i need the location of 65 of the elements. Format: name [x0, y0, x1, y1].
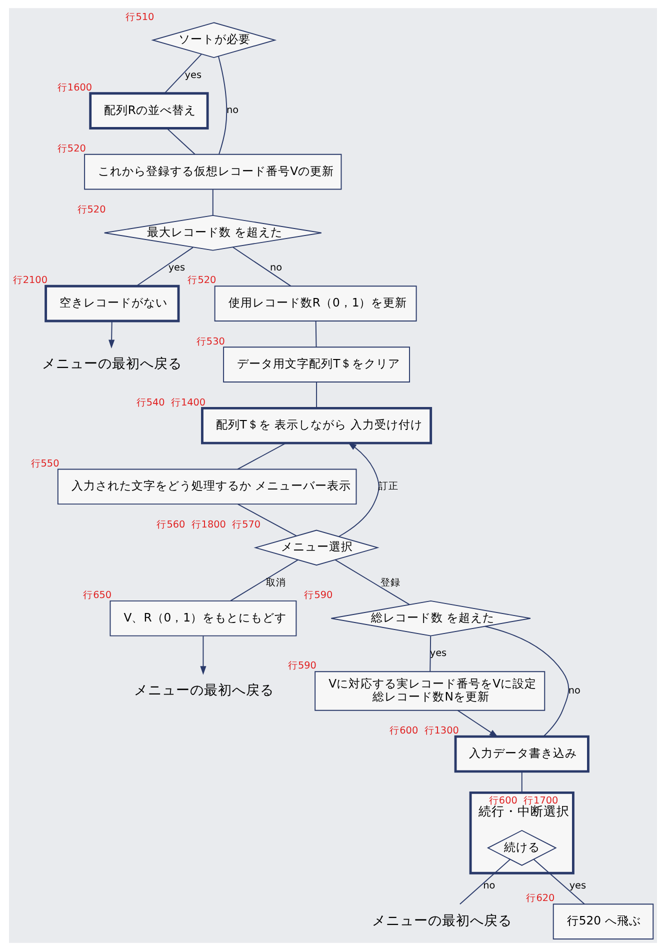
node-diamond: 総レコード数 を超えた [330, 600, 530, 636]
node-label: 行530 [196, 336, 224, 348]
node-box: 入力データ書き込み [454, 735, 589, 773]
connector [429, 636, 431, 672]
connector [314, 320, 316, 348]
node-text: メニューの最初へ戻る [41, 356, 182, 372]
node-box: Vに対応する実レコード番号をVに設定 総レコード数Nを更新 [314, 671, 545, 711]
connector [232, 246, 291, 287]
edge-label: no [568, 685, 580, 696]
connector [484, 626, 569, 737]
connector [236, 504, 296, 536]
node-label: 行600 行1700 [488, 795, 558, 806]
node-label: 行650 [82, 590, 112, 602]
connector [520, 771, 522, 794]
edge-label: yes [168, 262, 185, 274]
node-box: 入力された文字をどう処理するか メニューバー表示 [56, 468, 356, 505]
node-box: 使用レコード数R（0，1）を更新 [214, 286, 416, 322]
edge-label: yes [568, 880, 586, 892]
node-box: 配列Rの並べ替え [88, 92, 208, 130]
connector [164, 54, 202, 94]
node-label: 行510 [125, 12, 154, 23]
arrow [338, 442, 379, 537]
connector [532, 859, 585, 905]
node-label: 行2100 [12, 275, 47, 286]
node-label: 行550 [30, 458, 59, 470]
node-diamond: ソートが必要 [150, 22, 276, 58]
edge-label: no [270, 262, 282, 274]
node-label: 行540 行1400 [136, 397, 206, 408]
connector [135, 246, 193, 287]
edge-label: yes [184, 70, 202, 81]
connector [212, 189, 213, 216]
connector [218, 56, 227, 155]
arrow [108, 320, 114, 348]
arrow [200, 636, 206, 675]
node-label: 行560 行1800 行570 [156, 519, 260, 530]
node-box: 空きレコードがない [44, 284, 180, 322]
node-box: 行520 へ飛ぶ [552, 904, 654, 940]
node-text: メニューの最初へ戻る [133, 682, 274, 699]
node-text: メニューの最初へ戻る [372, 913, 512, 930]
node-label: 行600 行1300 [389, 726, 458, 737]
connector [316, 382, 317, 409]
node-diamond: メニュー選択 [253, 530, 379, 566]
arrow [456, 710, 498, 738]
node-label: 行520 [76, 204, 106, 216]
edge-label: 登録 [380, 577, 400, 588]
edge-label: no [226, 105, 238, 116]
node-label: 行520 [187, 275, 216, 286]
node-label: 行520 [56, 144, 86, 154]
node-diamond: 最大レコード数 を超えた [103, 214, 322, 251]
edge-label: 取消 [266, 577, 286, 588]
node-label: 行1600 [56, 82, 92, 94]
node-diamond: 続ける [486, 830, 556, 866]
node-box: データ用文字配列T＄をクリア [222, 346, 410, 383]
node-label: 行590 [304, 590, 332, 602]
node-box: これから登録する仮想レコード番号Vの更新 [84, 154, 342, 190]
connector [166, 128, 195, 155]
node-label: 行620 [526, 893, 554, 904]
connector [334, 559, 410, 606]
connector [236, 442, 286, 470]
node-box: V、R（0，1）をもとにもどす [109, 600, 296, 636]
node-box: 配列T＄を 表示しながら 入力受け付け [200, 406, 432, 444]
edge-label: no [482, 880, 495, 892]
connector [230, 559, 298, 602]
connector [458, 859, 510, 905]
node-label: 行590 [287, 660, 316, 672]
